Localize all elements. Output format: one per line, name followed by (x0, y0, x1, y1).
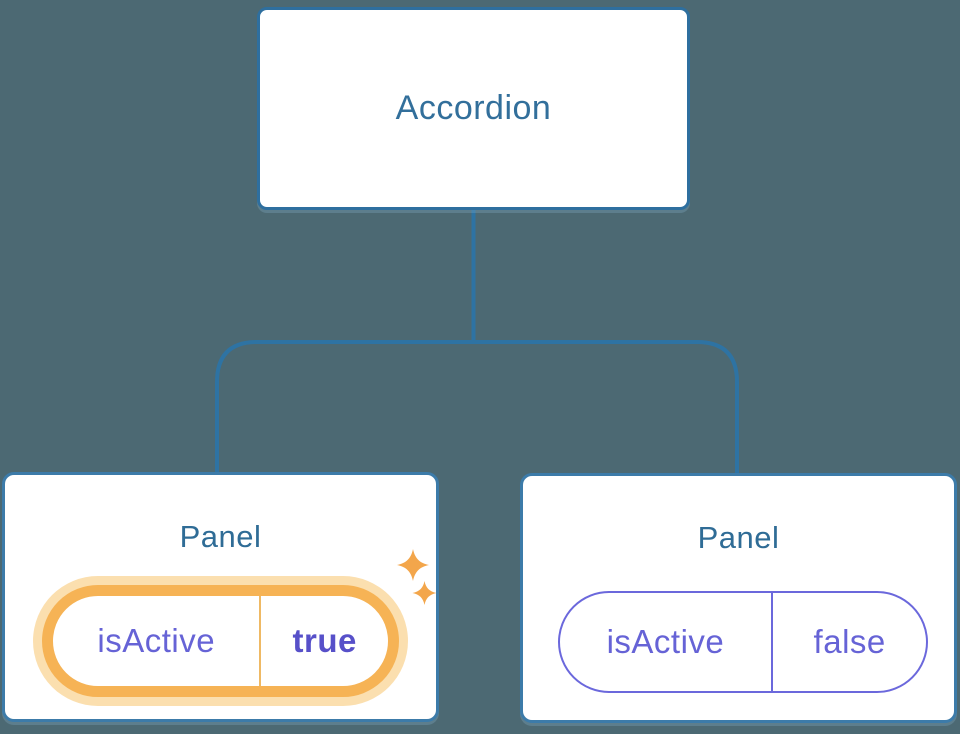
state-divider (259, 596, 262, 686)
panel-label: Panel (697, 520, 780, 555)
state-key: isActive (606, 623, 725, 660)
state-value: true (292, 622, 357, 659)
accordion-component-node: Accordion (257, 7, 690, 210)
state-pill-active: isActive true (42, 585, 399, 697)
state-pill-inactive: isActive false (558, 591, 928, 693)
state-value: false (813, 623, 886, 660)
panel-component-node-active: Panel isActive true (2, 472, 439, 722)
panel-label: Panel (179, 519, 262, 554)
state-key: isActive (97, 622, 216, 659)
sparkle-small-icon (412, 581, 437, 605)
state-divider (770, 593, 774, 691)
connector-branch (215, 340, 739, 473)
accordion-label: Accordion (395, 89, 552, 127)
sparkle-large-icon (397, 549, 429, 581)
panel-component-node-inactive: Panel isActive false (520, 473, 957, 723)
